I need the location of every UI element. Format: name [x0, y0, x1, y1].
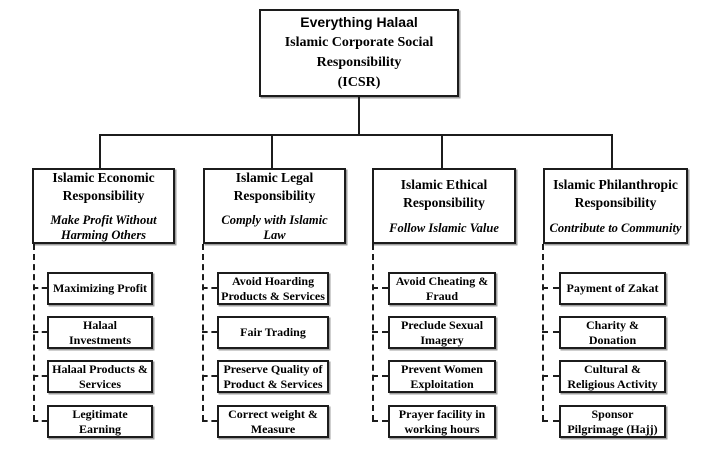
leaf-box: Charity & Donation	[559, 316, 666, 349]
branch-title: Islamic Ethical Responsibility	[400, 177, 488, 210]
leaf-stub	[372, 287, 388, 289]
branch-title: Islamic Legal Responsibility	[233, 169, 316, 203]
leaf-label: Fair Trading	[240, 325, 306, 340]
leaf-box: Prevent Women Exploitation	[388, 360, 496, 393]
leaf-stub	[372, 420, 388, 422]
root-box: Everything Halaal Islamic Corporate Soci…	[259, 9, 459, 97]
root-title: Everything Halaal	[300, 14, 418, 31]
branch-title: Islamic Philanthropic Responsibility	[553, 177, 678, 210]
branch-title: Islamic Economic Responsibility	[52, 169, 155, 203]
branch-drop-connector-ethical	[441, 134, 443, 168]
leaf-stub	[372, 375, 388, 377]
leaf-stub	[372, 331, 388, 333]
leaf-label: Avoid Cheating & Fraud	[395, 274, 489, 303]
leaf-box: Correct weight & Measure	[217, 405, 329, 438]
leaf-box: Payment of Zakat	[559, 272, 666, 305]
leaf-box: Legitimate Earning	[47, 405, 153, 438]
leaf-stub	[542, 375, 559, 377]
branch-box-ethical: Islamic Ethical Responsibility Follow Is…	[372, 168, 516, 244]
root-acronym: (ICSR)	[337, 75, 381, 91]
leaf-stub	[33, 420, 47, 422]
branch-tagline: Comply with Islamic Law	[221, 213, 328, 243]
leaf-label: Sponsor Pilgrimage (Hajj)	[567, 407, 658, 436]
leaf-box: Halaal Products & Services	[47, 360, 153, 393]
leaf-box: Halaal Investments	[47, 316, 153, 349]
leaf-label: Maximizing Profit	[52, 281, 148, 296]
leaf-label: Avoid Hoarding Products & Services	[221, 274, 325, 303]
leaf-label: Halaal Products & Services	[52, 362, 148, 391]
leaf-stub	[542, 420, 559, 422]
branch-drop-connector-philanthropic	[611, 134, 613, 168]
branch-drop-connector-legal	[271, 134, 273, 168]
branch-tagline: Follow Islamic Value	[389, 220, 499, 235]
leaf-box: Sponsor Pilgrimage (Hajj)	[559, 405, 666, 438]
leaf-stub	[542, 331, 559, 333]
branch-tagline: Make Profit Without Harming Others	[50, 213, 157, 243]
branch-rail-connector	[99, 134, 613, 136]
leaf-box: Fair Trading	[217, 316, 329, 349]
leaf-label: Legitimate Earning	[72, 407, 128, 436]
leaf-label: Charity & Donation	[586, 318, 639, 347]
leaf-label: Preserve Quality of Product & Services	[223, 362, 323, 391]
branch-box-economic: Islamic Economic Responsibility Make Pro…	[32, 168, 175, 244]
leaf-box: Avoid Cheating & Fraud	[388, 272, 496, 305]
leaf-box: Avoid Hoarding Products & Services	[217, 272, 329, 305]
leaf-label: Preclude Sexual Imagery	[400, 318, 484, 347]
leaf-label: Cultural & Religious Activity	[567, 362, 658, 391]
branch-box-legal: Islamic Legal Responsibility Comply with…	[203, 168, 346, 244]
leaf-label: Payment of Zakat	[566, 281, 659, 296]
root-stem-connector	[358, 97, 360, 134]
branch-drop-connector-economic	[99, 134, 101, 168]
root-subtitle: Islamic Corporate Social Responsibility	[284, 34, 434, 70]
leaf-stub	[33, 331, 47, 333]
leaf-stub	[202, 331, 217, 333]
leaf-stub	[202, 420, 217, 422]
leaf-label: Correct weight & Measure	[228, 407, 318, 436]
leaf-box: Preserve Quality of Product & Services	[217, 360, 329, 393]
leaf-stub	[33, 287, 47, 289]
branch-tagline: Contribute to Community	[549, 220, 682, 235]
leaf-stub	[202, 375, 217, 377]
leaf-stub	[542, 287, 559, 289]
leaf-stub	[33, 375, 47, 377]
branch-box-philanthropic: Islamic Philanthropic Responsibility Con…	[543, 168, 688, 244]
leaf-stub	[202, 287, 217, 289]
leaf-box: Cultural & Religious Activity	[559, 360, 666, 393]
leaf-box: Preclude Sexual Imagery	[388, 316, 496, 349]
leaf-label: Prayer facility in working hours	[398, 407, 486, 436]
leaf-box: Prayer facility in working hours	[388, 405, 496, 438]
leaf-box: Maximizing Profit	[47, 272, 153, 305]
leaf-label: Prevent Women Exploitation	[401, 362, 483, 391]
leaf-label: Halaal Investments	[69, 318, 131, 347]
